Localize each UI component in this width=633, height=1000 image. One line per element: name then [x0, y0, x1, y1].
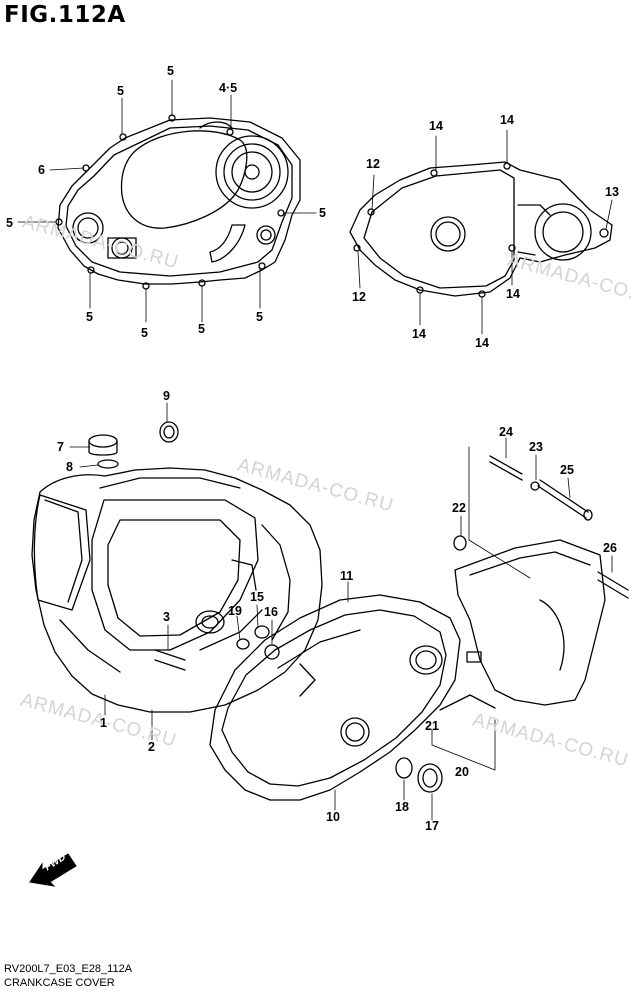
side-cover-frame — [431, 446, 531, 771]
callout: 26 — [603, 541, 617, 555]
callout: 5 — [86, 310, 93, 324]
callout: 12 — [366, 157, 380, 171]
callout: 9 — [163, 389, 170, 403]
callout: 18 — [395, 800, 409, 814]
clutch-cover-leader-lines — [17, 79, 317, 323]
side-cover — [439, 539, 606, 711]
callout: 2 — [148, 740, 155, 754]
callout: 10 — [326, 810, 340, 824]
callout: 19 — [228, 604, 242, 618]
figure-footer: RV200L7_E03_E28_112A CRANKCASE COVER — [4, 962, 132, 990]
callout: 5 — [167, 64, 174, 78]
callout: 5 — [6, 216, 13, 230]
crankcase-left — [31, 467, 323, 713]
callout: 16 — [264, 605, 278, 619]
callout: 15 — [250, 590, 264, 604]
callout: 11 — [340, 569, 354, 583]
forward-arrow-icon — [29, 853, 77, 887]
crankcase-cover — [209, 594, 461, 801]
clutch-cover-outer — [57, 117, 301, 285]
callout: 7 — [57, 440, 64, 454]
crankcase-leader-lines — [69, 402, 613, 821]
generator-cover-bolt-holes — [353, 162, 516, 298]
callout: 12 — [352, 290, 366, 304]
callout: 23 — [529, 440, 543, 454]
callout: 13 — [605, 185, 619, 199]
callout: 6 — [38, 163, 45, 177]
callout: 14 — [429, 119, 443, 133]
callout: 20 — [455, 765, 469, 779]
callout: 1 — [100, 716, 107, 730]
callout: 14 — [506, 287, 520, 301]
callout: 14 — [475, 336, 489, 350]
callout: 21 — [425, 719, 439, 733]
section-name: CRANKCASE COVER — [4, 977, 115, 989]
callout: 25 — [560, 463, 574, 477]
callout: 5 — [319, 206, 326, 220]
callout: 4·5 — [219, 81, 238, 95]
callout: 3 — [163, 610, 170, 624]
callout: 14 — [500, 113, 514, 127]
callout: 17 — [425, 819, 439, 833]
callout: 5 — [141, 326, 148, 340]
model-code: RV200L7_E03_E28_112A — [4, 963, 133, 975]
callout: 8 — [66, 460, 73, 474]
callout: 14 — [412, 327, 426, 341]
generator-cover-leader-lines — [357, 129, 613, 335]
callout: 24 — [499, 425, 513, 439]
figure-title: FIG.112A — [4, 2, 126, 28]
callout: 22 — [452, 501, 466, 515]
callout: 5 — [198, 322, 205, 336]
callout: 5 — [117, 84, 124, 98]
callout: 5 — [256, 310, 263, 324]
